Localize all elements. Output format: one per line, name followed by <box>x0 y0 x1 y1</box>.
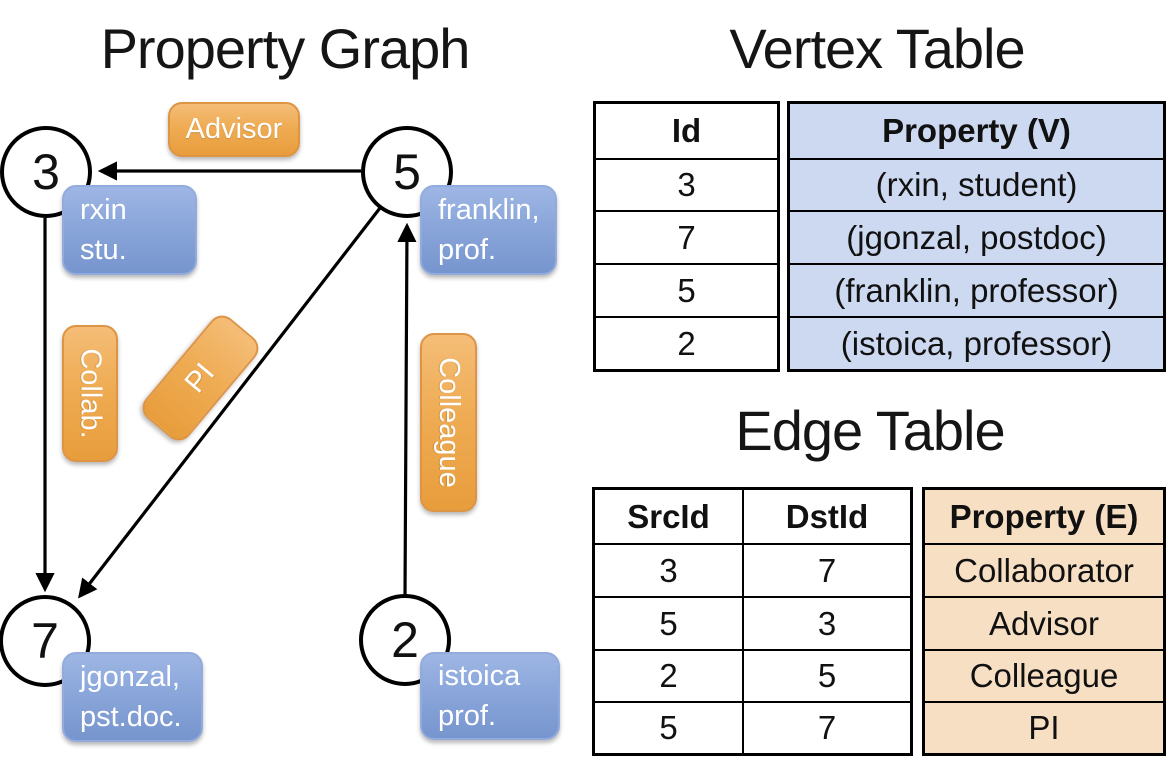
vertex-table-cell-id: 7 <box>596 210 777 263</box>
node-id-2: 2 <box>391 612 419 668</box>
vertex-table-cell-id: 2 <box>596 316 777 369</box>
node-property-line1: rxin <box>80 193 127 226</box>
edge-table-property-column: Property (E) Collaborator Advisor Collea… <box>922 487 1166 756</box>
node-id-7: 7 <box>31 613 59 669</box>
edge-table-cell-property: Colleague <box>925 649 1163 701</box>
edge-label-colleague: Colleague <box>420 333 477 512</box>
vertex-table-id-column: Id 3 7 5 2 <box>593 101 780 372</box>
node-id-5: 5 <box>393 144 421 200</box>
edge-table-cell-dstid: 5 <box>742 649 910 701</box>
node-property-box-jgonzal: jgonzal, pst.doc. <box>62 652 203 742</box>
edge-table-cell-dstid: 3 <box>742 596 910 649</box>
vertex-table-cell-property: (jgonzal, postdoc) <box>790 210 1163 263</box>
node-property-box-istoica: istoica prof. <box>420 652 560 740</box>
node-property-line2: pst.doc. <box>80 701 182 733</box>
edge-label-text: Advisor <box>185 113 283 145</box>
edge-table-cell-srcid: 5 <box>595 596 742 649</box>
edge-table-header-property: Property (E) <box>925 490 1163 543</box>
node-id-3: 3 <box>32 144 60 200</box>
edge-table-header-srcid: SrcId <box>595 490 742 543</box>
edge-table-id-columns: SrcId DstId 3 7 5 3 2 5 5 7 <box>592 487 913 756</box>
edge-line-colleague-2-5 <box>397 222 417 597</box>
node-property-line2: prof. <box>438 700 497 732</box>
edge-label-pi: PI <box>136 309 265 447</box>
vertex-table-header-property: Property (V) <box>790 104 1163 158</box>
vertex-table-cell-property: (istoica, professor) <box>790 316 1163 369</box>
vertex-table-title: Vertex Table <box>729 17 1025 80</box>
vertex-table-cell-id: 3 <box>596 158 777 210</box>
vertex-table-header-id: Id <box>596 104 777 158</box>
node-property-line1: istoica <box>438 659 521 692</box>
edge-table-cell-srcid: 3 <box>595 543 742 596</box>
edge-label-text: Colleague <box>433 357 466 488</box>
vertex-table-cell-property: (franklin, professor) <box>790 263 1163 316</box>
vertex-table-property-column: Property (V) (rxin, student) (jgonzal, p… <box>787 101 1166 372</box>
edge-table-cell-srcid: 5 <box>595 701 742 753</box>
edge-label-text: PI <box>179 356 222 399</box>
edge-label-advisor: Advisor <box>168 102 300 157</box>
node-property-line1: franklin, <box>438 193 540 226</box>
vertex-table-cell-id: 5 <box>596 263 777 316</box>
edge-label-collab: Collab. <box>62 325 118 462</box>
node-circle-3: 3 <box>0 126 92 218</box>
edge-table-cell-property: PI <box>925 701 1163 753</box>
edge-table-cell-dstid: 7 <box>742 543 910 596</box>
edge-table-cell-property: Collaborator <box>925 543 1163 596</box>
edge-label-text: Collab. <box>74 348 107 439</box>
node-circle-5: 5 <box>361 126 453 218</box>
edge-table-cell-dstid: 7 <box>742 701 910 753</box>
node-property-line1: jgonzal, <box>80 660 180 693</box>
edge-table-cell-property: Advisor <box>925 596 1163 649</box>
node-property-line2: prof. <box>438 234 497 266</box>
vertex-table-cell-property: (rxin, student) <box>790 158 1163 210</box>
edge-table-title: Edge Table <box>735 399 1005 462</box>
edge-table-header-dstid: DstId <box>742 490 910 543</box>
node-property-box-franklin: franklin, prof. <box>420 185 557 275</box>
property-graph-title: Property Graph <box>100 17 471 80</box>
node-property-box-rxin: rxin stu. <box>62 185 197 275</box>
node-property-line2: stu. <box>80 234 127 266</box>
edge-table-cell-srcid: 2 <box>595 649 742 701</box>
